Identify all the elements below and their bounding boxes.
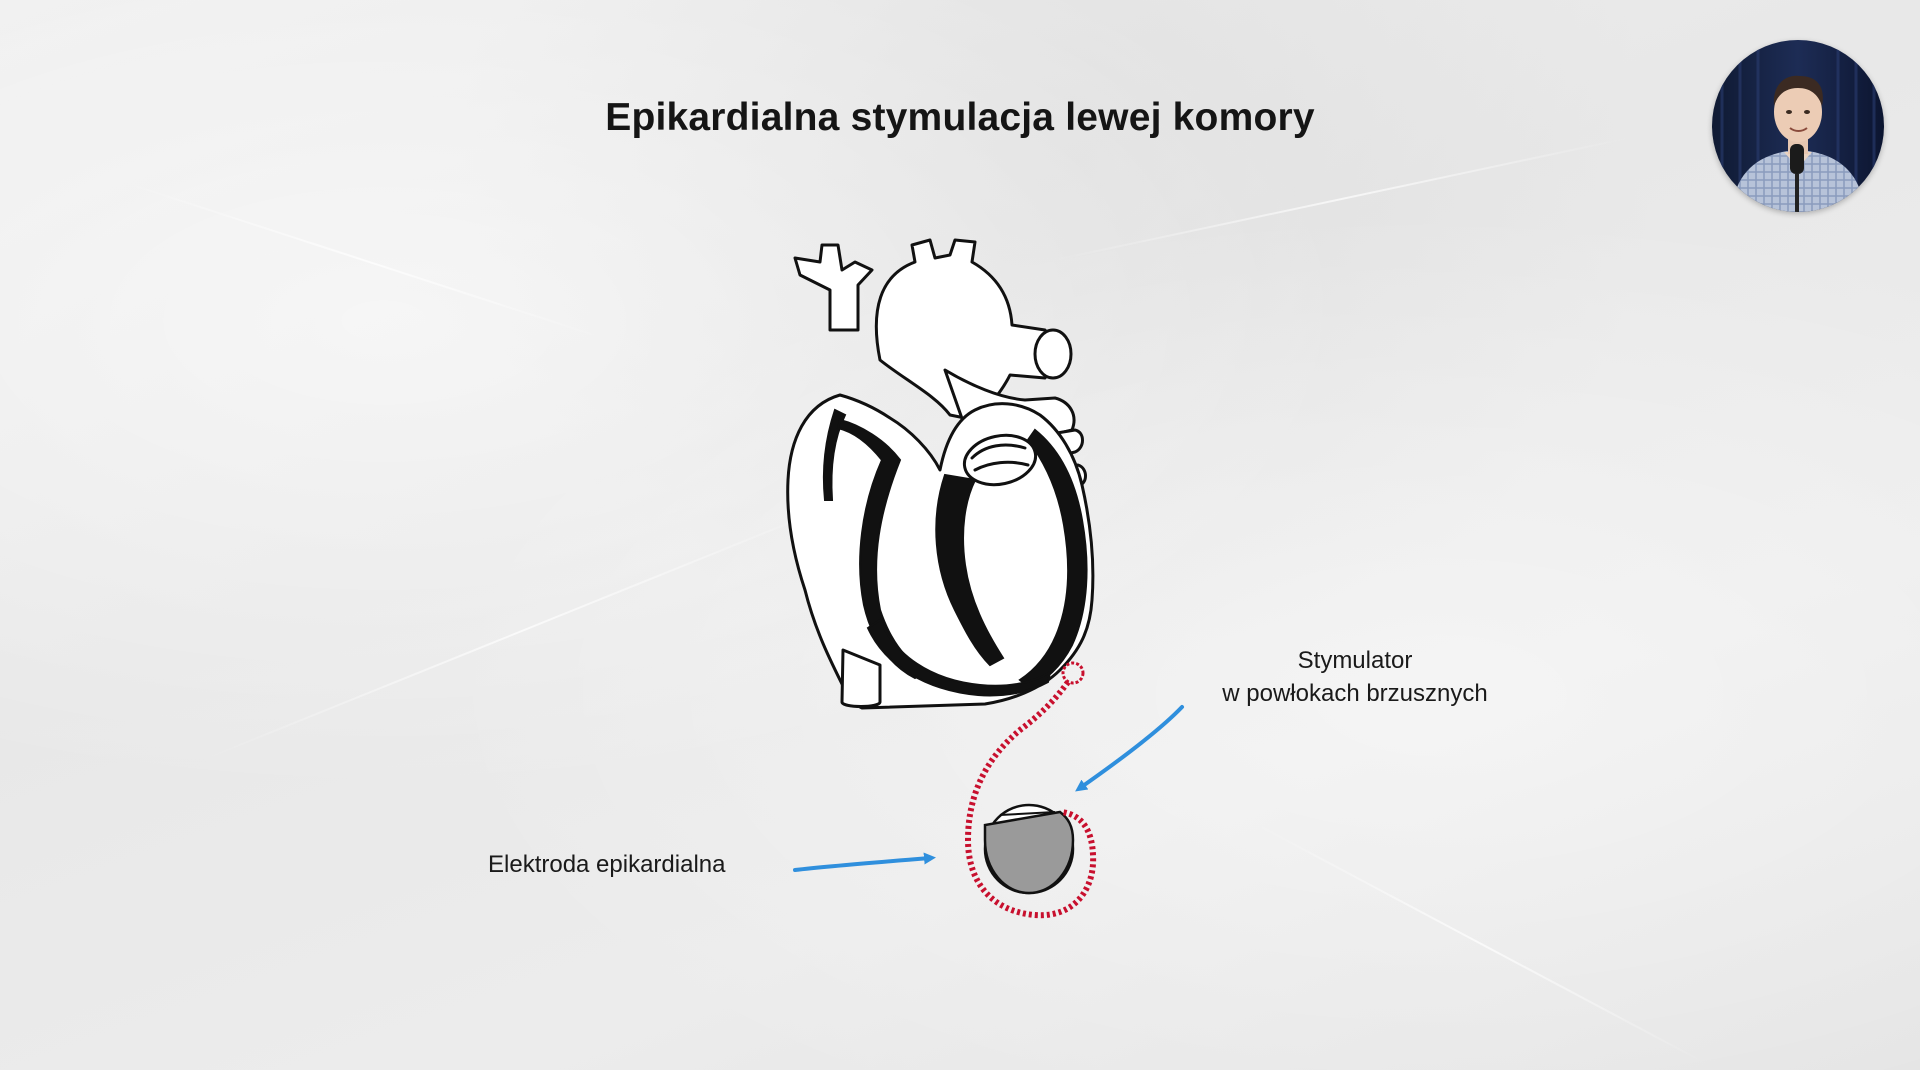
annotation-arrows bbox=[793, 705, 1184, 872]
presenter-avatar bbox=[1712, 40, 1884, 212]
stimulator-label-line1: Stymulator bbox=[1297, 647, 1413, 674]
heart-icon bbox=[786, 238, 1095, 710]
slide-title: Epikardialna stymulacja lewej komory bbox=[605, 96, 1315, 139]
presenter-avatar-icon bbox=[1712, 40, 1884, 212]
stimulator-label-line2: w powłokach brzusznych bbox=[1222, 680, 1488, 707]
electrode-label: Elektroda epikardialna bbox=[488, 851, 726, 878]
arrow-to-electrode bbox=[793, 852, 936, 872]
epicardial-electrode-lead bbox=[964, 661, 1097, 919]
pacemaker-icon bbox=[983, 803, 1075, 895]
stimulator-label: Stymulator w powłokach brzusznych bbox=[1195, 644, 1515, 710]
heart-myocardium bbox=[822, 408, 1088, 697]
arrow-to-stimulator bbox=[1075, 705, 1184, 792]
